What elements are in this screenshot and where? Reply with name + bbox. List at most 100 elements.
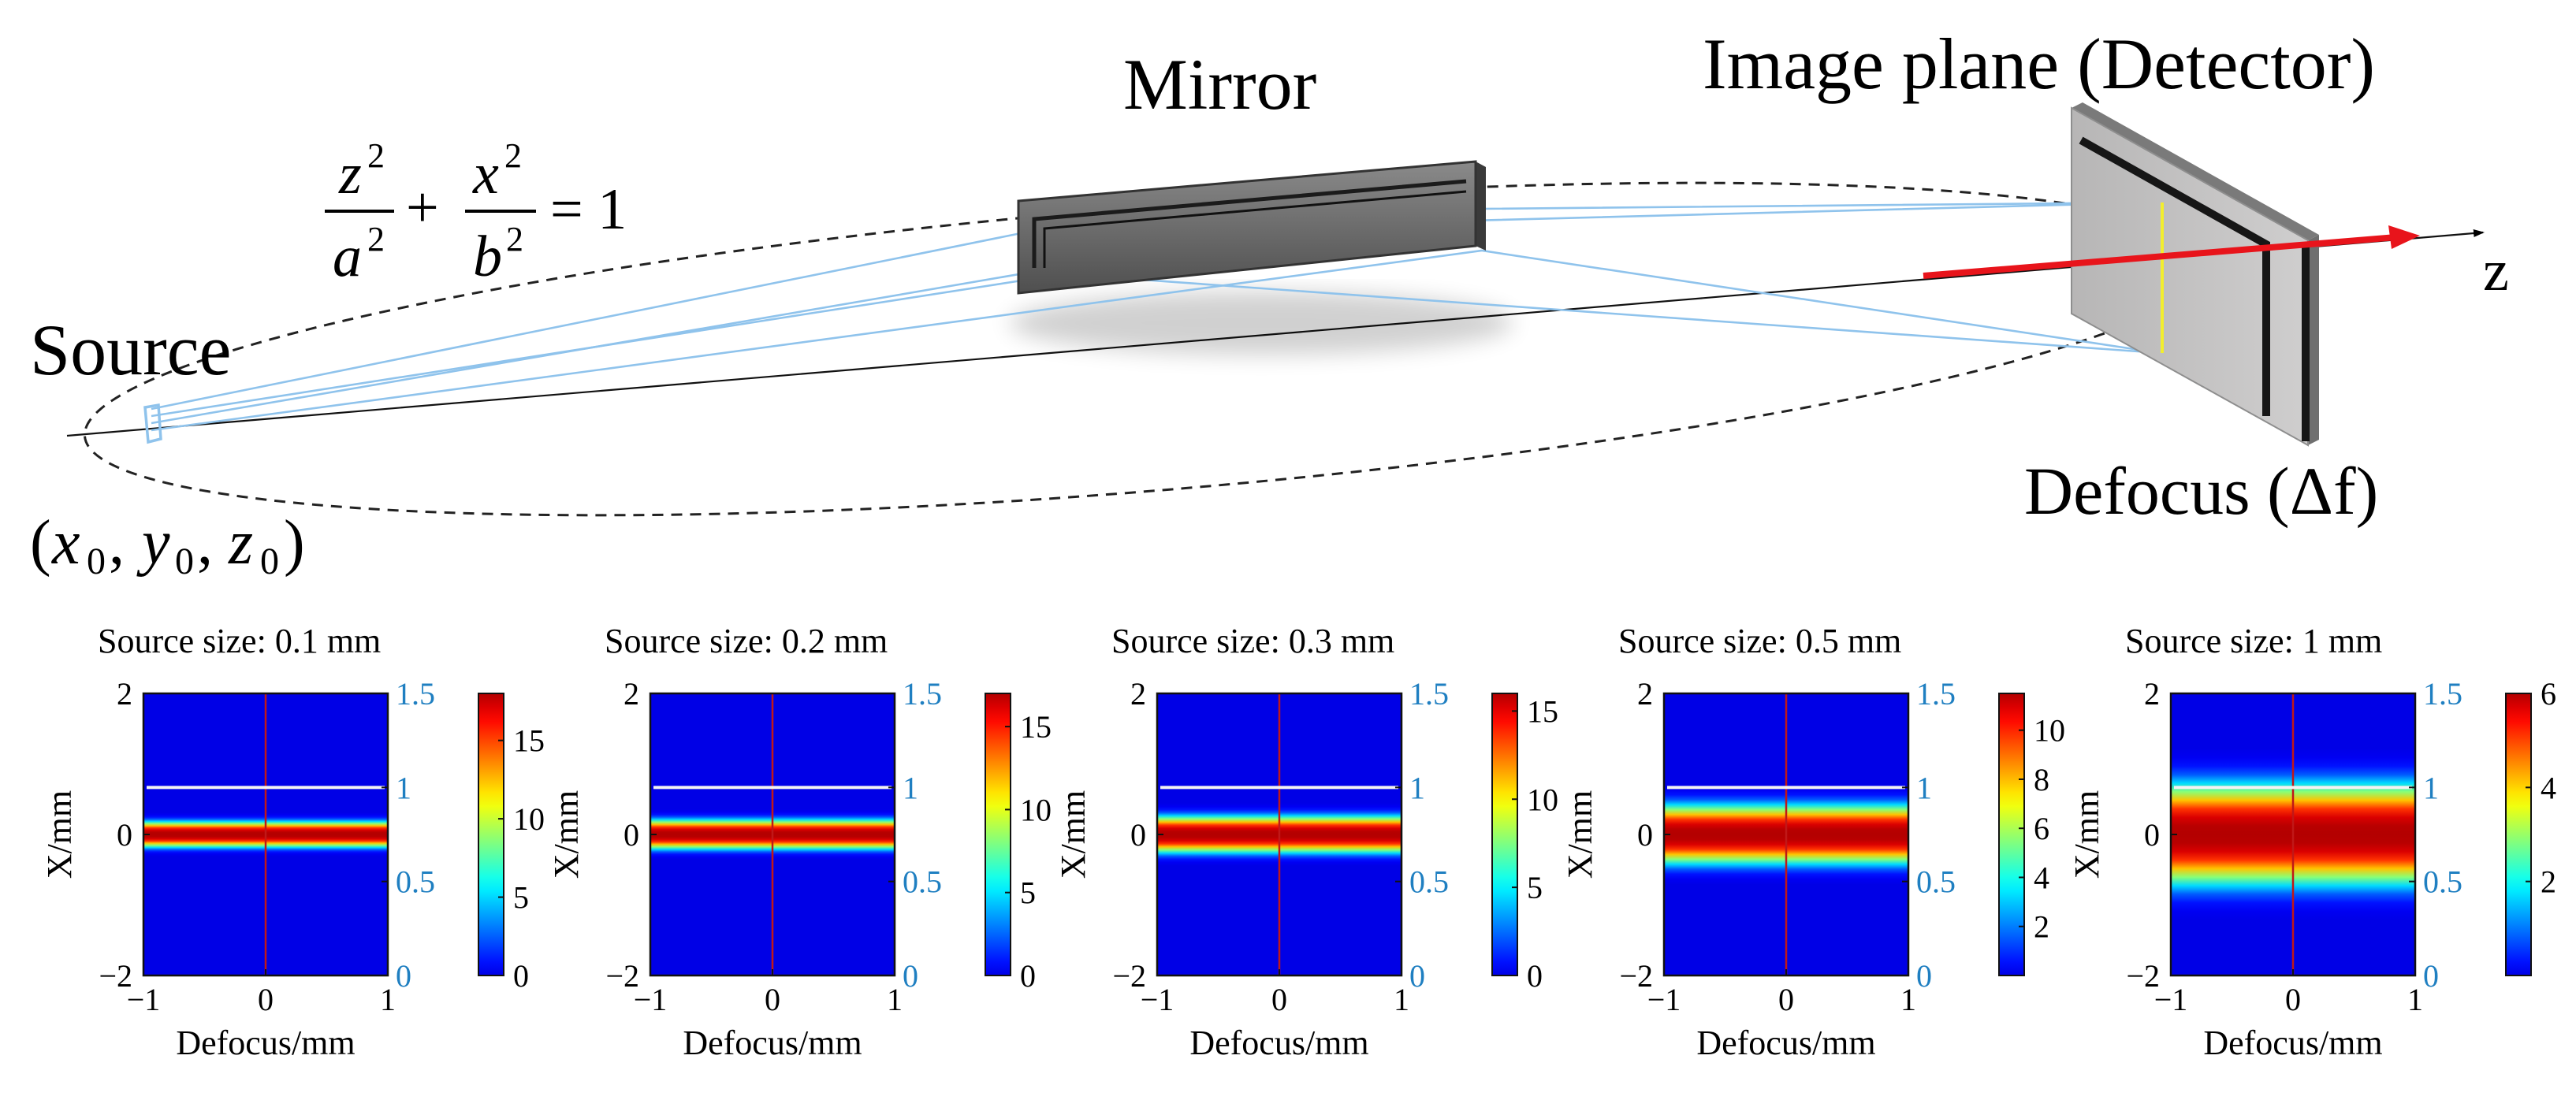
right-tick-label: 0 <box>903 958 918 994</box>
svg-text:): ) <box>284 508 305 578</box>
colorbar-tick-label: 10 <box>1527 782 1558 817</box>
mirror <box>1017 160 1486 295</box>
y-tick-label: −2 <box>1619 958 1653 994</box>
x-tick-label: −1 <box>1141 982 1174 1017</box>
right-tick-label: 1 <box>396 770 411 805</box>
colorbar <box>2505 693 2532 976</box>
x-tick-label: 0 <box>258 982 274 1017</box>
x-tick-label: 0 <box>1271 982 1287 1017</box>
right-tick-label: 0.5 <box>1409 864 1449 900</box>
panel-title: Source size: 0.3 mm <box>1111 622 1394 660</box>
colorbar-tick-label: 8 <box>2034 762 2049 797</box>
colorbar <box>1998 693 2025 976</box>
right-tick-label: 0 <box>2423 958 2439 994</box>
optical-layout: Mirror Image plane (Detector) Source Def… <box>30 24 2509 582</box>
x-tick-label: 1 <box>380 982 396 1017</box>
y-tick-label: −2 <box>605 958 639 994</box>
svg-text:y: y <box>136 508 170 578</box>
colorbar-tick-label: 0 <box>1527 958 1543 994</box>
right-tick-label: 1 <box>903 770 918 805</box>
x-tick-label: −1 <box>127 982 161 1017</box>
x-tick-label: 1 <box>2407 982 2423 1017</box>
ellipse-equation: z 2 a 2 + x 2 b 2 = 1 <box>325 136 627 289</box>
mirror-shadow <box>1009 292 1513 355</box>
svg-text:x: x <box>51 508 80 578</box>
y-tick-label: 0 <box>624 817 639 853</box>
colorbar-tick-label: 0 <box>1020 958 1036 994</box>
y-tick-label: −2 <box>1112 958 1146 994</box>
colorbar-tick-label: 5 <box>513 880 529 916</box>
x-tick-label: 1 <box>1394 982 1409 1017</box>
svg-text:,: , <box>197 508 213 578</box>
y-tick-label: 0 <box>1637 817 1653 853</box>
y-tick-label: 2 <box>1637 676 1653 712</box>
colorbar-tick-label: 5 <box>1527 870 1543 905</box>
colorbar-tick-label: 2 <box>2034 909 2049 945</box>
x-tick-label: 0 <box>765 982 780 1017</box>
colorbar-tick-label: 6 <box>2034 811 2049 846</box>
colorbar-tick-label: 2 <box>2541 864 2556 900</box>
svg-text:0: 0 <box>260 541 279 582</box>
svg-text:(: ( <box>30 508 51 578</box>
right-tick-label: 0 <box>1916 958 1932 994</box>
x-axis-label: Defocus/mm <box>683 1024 862 1062</box>
svg-text:+: + <box>406 176 439 240</box>
colorbar <box>1491 693 1518 976</box>
x-axis-label: Defocus/mm <box>1696 1024 1875 1062</box>
x-tick-label: 1 <box>1900 982 1916 1017</box>
x-tick-label: 0 <box>2285 982 2301 1017</box>
svg-text:2: 2 <box>506 220 523 258</box>
right-tick-label: 0 <box>1409 958 1425 994</box>
mirror-label: Mirror <box>1123 44 1316 124</box>
defocus-label: Defocus (Δf) <box>2024 453 2378 529</box>
svg-text:b: b <box>473 225 502 289</box>
svg-text:2: 2 <box>367 220 385 258</box>
right-tick-label: 1.5 <box>1916 676 1956 712</box>
panel-title: Source size: 0.2 mm <box>605 622 888 660</box>
svg-text:,: , <box>109 508 125 578</box>
source-coordinates: ( x 0 , y 0 , z 0 ) <box>30 508 305 582</box>
svg-text:0: 0 <box>87 541 106 582</box>
svg-text:= 1: = 1 <box>550 177 627 242</box>
y-axis-label: X/mm <box>547 790 586 879</box>
y-axis-label: X/mm <box>2068 790 2106 879</box>
svg-text:z: z <box>228 508 253 578</box>
source-label: Source <box>30 310 231 390</box>
svg-text:2: 2 <box>367 136 385 175</box>
right-tick-label: 1 <box>2423 770 2439 805</box>
colorbar-tick-label: 4 <box>2541 770 2556 805</box>
colorbar-tick-label: 0 <box>513 958 529 994</box>
z-axis-label: z <box>2483 239 2509 303</box>
y-axis-label: X/mm <box>40 790 79 879</box>
colorbar-tick-label: 10 <box>1020 792 1052 827</box>
colorbar <box>985 693 1011 976</box>
detector-label: Image plane (Detector) <box>1703 24 2375 104</box>
colorbar-tick-label: 15 <box>513 723 545 759</box>
panel-title: Source size: 0.1 mm <box>98 622 381 660</box>
y-tick-label: 2 <box>2144 676 2160 712</box>
svg-text:a: a <box>333 225 362 289</box>
colorbar-tick-label: 10 <box>2034 713 2065 749</box>
right-tick-label: 1.5 <box>2423 676 2462 712</box>
x-tick-label: −1 <box>1647 982 1681 1017</box>
colorbar <box>478 693 504 976</box>
right-tick-label: 0.5 <box>903 864 942 900</box>
colorbar-tick-label: 15 <box>1020 709 1052 745</box>
y-axis-label: X/mm <box>1054 790 1093 879</box>
svg-text:x: x <box>472 142 499 206</box>
svg-text:2: 2 <box>504 136 522 175</box>
right-tick-label: 0.5 <box>2423 864 2462 900</box>
colorbar-tick-label: 10 <box>513 801 545 837</box>
right-tick-label: 1.5 <box>903 676 942 712</box>
colorbar-tick-label: 6 <box>2541 676 2556 712</box>
x-tick-label: −1 <box>2154 982 2188 1017</box>
colorbar-tick-label: 4 <box>2034 860 2049 895</box>
x-axis-label: Defocus/mm <box>1189 1024 1368 1062</box>
right-tick-label: 1 <box>1916 770 1932 805</box>
right-tick-label: 0.5 <box>396 864 435 900</box>
